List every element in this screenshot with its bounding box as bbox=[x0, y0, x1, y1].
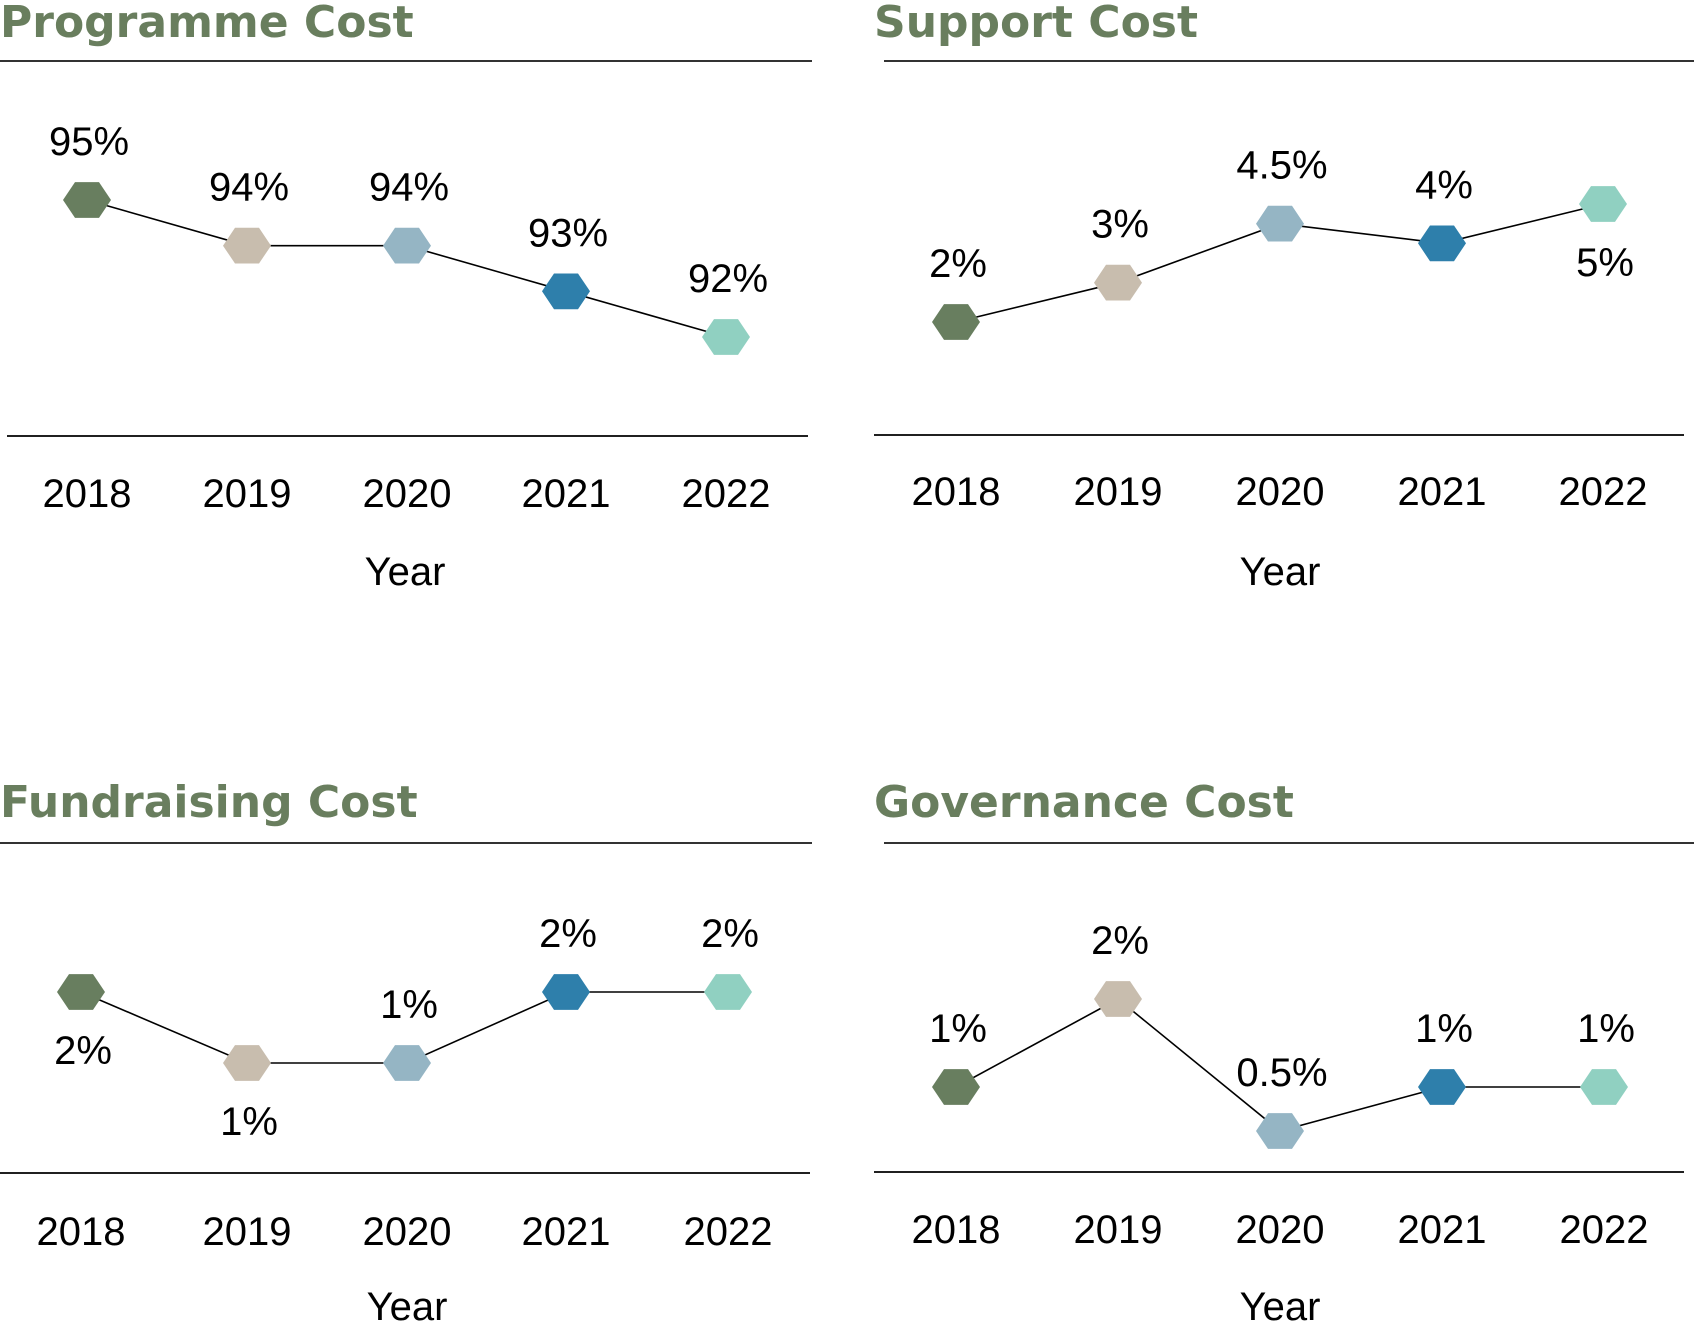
x-tick-label: 2022 bbox=[684, 1210, 773, 1254]
x-tick-label: 2019 bbox=[1074, 1208, 1163, 1252]
data-point-2020 bbox=[1256, 1113, 1304, 1149]
data-label: 5% bbox=[1576, 241, 1634, 285]
x-tick-label: 2018 bbox=[43, 472, 132, 516]
title-divider bbox=[884, 60, 1694, 62]
data-point-2019 bbox=[1094, 981, 1142, 1017]
x-tick-label: 2019 bbox=[1074, 470, 1163, 514]
x-tick-label: 2021 bbox=[1398, 1208, 1487, 1252]
x-tick-label: 2022 bbox=[1560, 1208, 1649, 1252]
x-tick-label: 2021 bbox=[1398, 470, 1487, 514]
data-label: 93% bbox=[528, 211, 608, 255]
x-tick-label: 2020 bbox=[1236, 470, 1325, 514]
data-label: 4.5% bbox=[1236, 144, 1327, 188]
data-label: 92% bbox=[688, 257, 768, 301]
data-point-2022 bbox=[1580, 1069, 1628, 1105]
data-point-2018 bbox=[63, 182, 111, 218]
support-cost-panel: Support Cost 2% 3% 4.5% 4% 5% 2018 2019 2020 202… bbox=[874, 0, 1694, 620]
data-point-2021 bbox=[542, 273, 590, 310]
x-tick-label: 2022 bbox=[1559, 470, 1648, 514]
chart-title: Support Cost bbox=[874, 0, 1199, 48]
data-point-2020 bbox=[383, 227, 431, 264]
title-divider bbox=[0, 842, 812, 844]
data-label: 2% bbox=[1091, 919, 1149, 963]
data-label: 1% bbox=[220, 1100, 278, 1144]
chart-title: Governance Cost bbox=[874, 777, 1294, 828]
x-axis-title: Year bbox=[1240, 1285, 1321, 1325]
data-label: 1% bbox=[929, 1007, 987, 1051]
data-label: 4% bbox=[1415, 163, 1473, 207]
data-point-2021 bbox=[1418, 225, 1466, 262]
data-label: 1% bbox=[1577, 1007, 1635, 1051]
x-tick-label: 2020 bbox=[1236, 1208, 1325, 1252]
governance-cost-panel: Governance Cost 1% 2% 0.5% 1% 1% 2018 2019 2020… bbox=[874, 780, 1694, 1325]
data-label: 1% bbox=[380, 983, 438, 1027]
data-label: 94% bbox=[369, 166, 449, 210]
x-tick-label: 2021 bbox=[522, 1210, 611, 1254]
x-tick-label: 2018 bbox=[912, 1208, 1001, 1252]
x-tick-label: 2019 bbox=[203, 1210, 292, 1254]
x-axis-title: Year bbox=[367, 1285, 448, 1325]
data-point-2019 bbox=[1094, 264, 1142, 301]
chart-title: Fundraising Cost bbox=[0, 777, 418, 828]
data-label: 94% bbox=[209, 166, 289, 210]
data-point-2018 bbox=[57, 974, 105, 1010]
data-point-2020 bbox=[1256, 205, 1304, 242]
data-point-2018 bbox=[932, 304, 980, 340]
chart-title: Programme Cost bbox=[0, 0, 414, 48]
title-divider bbox=[884, 842, 1694, 844]
data-label: 3% bbox=[1091, 203, 1149, 247]
x-tick-label: 2019 bbox=[203, 472, 292, 516]
data-label: 2% bbox=[539, 912, 597, 956]
x-tick-label: 2018 bbox=[37, 1210, 126, 1254]
x-tick-label: 2020 bbox=[363, 472, 452, 516]
x-tick-label: 2022 bbox=[682, 472, 771, 516]
data-label: 2% bbox=[929, 242, 987, 286]
data-label: 2% bbox=[54, 1029, 112, 1073]
data-label: 2% bbox=[701, 912, 759, 956]
data-point-2021 bbox=[1418, 1069, 1466, 1105]
x-axis-title: Year bbox=[1240, 550, 1321, 594]
data-point-2022 bbox=[702, 319, 750, 355]
x-tick-label: 2021 bbox=[522, 472, 611, 516]
data-label: 1% bbox=[1415, 1007, 1473, 1051]
data-point-2020 bbox=[383, 1045, 431, 1081]
data-point-2019 bbox=[223, 1045, 271, 1081]
x-tick-label: 2018 bbox=[912, 470, 1001, 514]
x-axis-title: Year bbox=[365, 550, 446, 594]
programme-cost-panel: Programme Cost 95% 94% 94% 93% 92% 2018 2019 20… bbox=[0, 0, 820, 620]
x-tick-label: 2020 bbox=[363, 1210, 452, 1254]
data-point-2018 bbox=[932, 1069, 980, 1105]
series-line bbox=[86, 199, 727, 338]
title-divider bbox=[0, 60, 812, 62]
data-point-2022 bbox=[1579, 186, 1627, 222]
data-label: 0.5% bbox=[1236, 1051, 1327, 1095]
data-label: 95% bbox=[49, 120, 129, 164]
data-point-2022 bbox=[704, 974, 752, 1010]
data-point-2019 bbox=[223, 227, 271, 264]
data-point-2021 bbox=[542, 974, 590, 1010]
